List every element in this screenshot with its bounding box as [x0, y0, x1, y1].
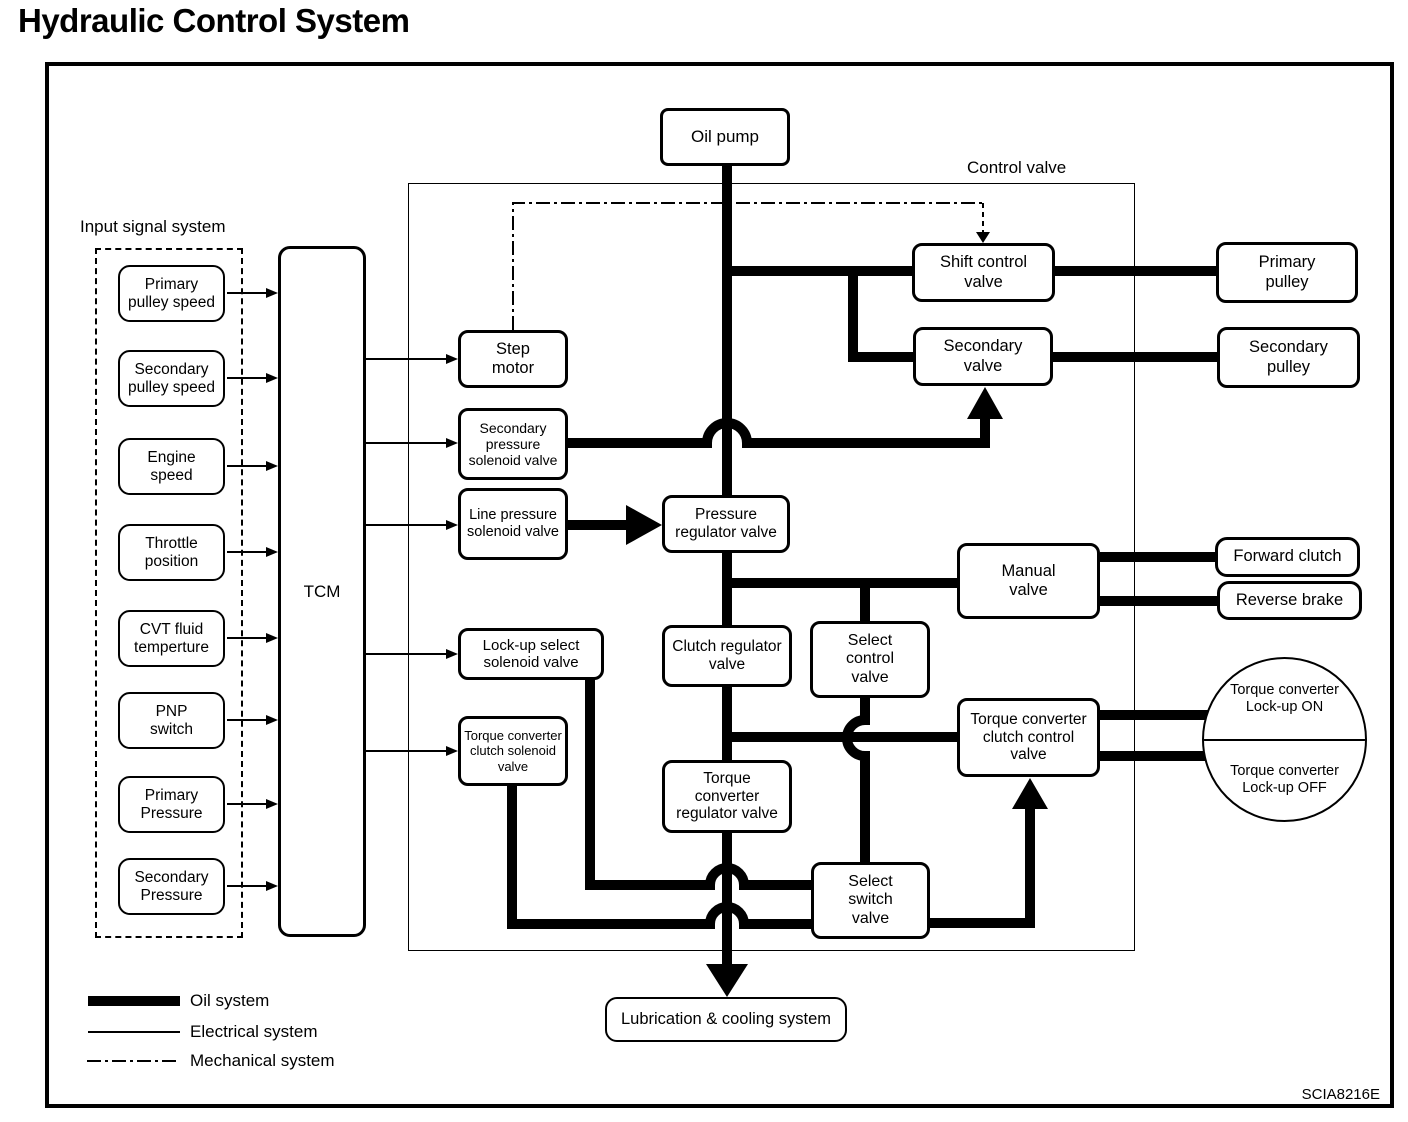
box-reverse-brake: Reverse brake: [1217, 581, 1362, 620]
box-shift-control-valve: Shift control valve: [912, 243, 1055, 302]
box-lock-up-select-solenoid-valve: Lock-up select solenoid valve: [458, 628, 604, 680]
box-manual-valve: Manual valve: [957, 543, 1100, 619]
box-torque-converter-regulator-valve: Torque converter regulator valve: [662, 760, 792, 833]
input-signal-region: [95, 248, 243, 938]
legend-label-electrical-system: Electrical system: [190, 1022, 318, 1041]
box-primary-pulley-speed: Primary pulley speed: [118, 265, 225, 322]
box-select-control-valve: Select control valve: [810, 621, 930, 698]
box-oil-pump: Oil pump: [660, 108, 790, 166]
box-secondary-pulley: Secondary pulley: [1217, 327, 1360, 388]
box-secondary-pressure-solenoid-valve: Secondary pressure solenoid valve: [458, 408, 568, 480]
torque-converter-lockup-off: Torque converter Lock-up OFF: [1230, 763, 1339, 797]
box-secondary-valve: Secondary valve: [913, 327, 1053, 386]
box-engine-speed: Engine speed: [118, 438, 225, 495]
box-pnp-switch: PNP switch: [118, 692, 225, 749]
box-primary-pressure: Primary Pressure: [118, 776, 225, 833]
box-secondary-pulley-speed: Secondary pulley speed: [118, 350, 225, 407]
torque-converter-lockup-indicator: Torque converter Lock-up ON Torque conve…: [1202, 657, 1367, 822]
oil-lines: [507, 160, 1225, 968]
mechanical-lines: [512, 202, 990, 330]
box-cvt-fluid-temperature: CVT fluid temperture: [118, 610, 225, 667]
box-torque-converter-clutch-control-valve: Torque converter clutch control valve: [957, 698, 1100, 777]
box-forward-clutch: Forward clutch: [1215, 537, 1360, 577]
box-clutch-regulator-valve: Clutch regulator valve: [662, 625, 792, 687]
box-lubrication-cooling-system: Lubrication & cooling system: [605, 997, 847, 1042]
box-torque-converter-clutch-solenoid-valve: Torque converter clutch solenoid valve: [458, 716, 568, 786]
box-secondary-pressure: Secondary Pressure: [118, 858, 225, 915]
legend-swatches: [87, 996, 180, 1062]
legend-label-mechanical-system: Mechanical system: [190, 1051, 335, 1070]
box-throttle-position: Throttle position: [118, 524, 225, 581]
box-step-motor: Step motor: [458, 330, 568, 388]
box-pressure-regulator-valve: Pressure regulator valve: [662, 495, 790, 553]
box-primary-pulley: Primary pulley: [1216, 242, 1358, 303]
page-title: Hydraulic Control System: [18, 2, 410, 39]
diagram-outer-frame: [45, 62, 1394, 1108]
lockup-divider-line: [1204, 738, 1365, 741]
torque-converter-lockup-on: Torque converter Lock-up ON: [1230, 681, 1339, 715]
box-line-pressure-solenoid-valve: Line pressure solenoid valve: [458, 488, 568, 560]
figure-code: SCIA8216E: [1301, 1086, 1380, 1103]
input-signal-system-label: Input signal system: [80, 217, 226, 236]
oil-arrowheads: [626, 387, 1048, 997]
box-tcm: TCM: [278, 246, 366, 937]
control-valve-region: [408, 183, 1135, 951]
legend-label-oil-system: Oil system: [190, 991, 270, 1010]
box-select-switch-valve: Select switch valve: [811, 862, 930, 939]
electrical-lines: [227, 288, 458, 891]
control-valve-label: Control valve: [967, 158, 1067, 177]
